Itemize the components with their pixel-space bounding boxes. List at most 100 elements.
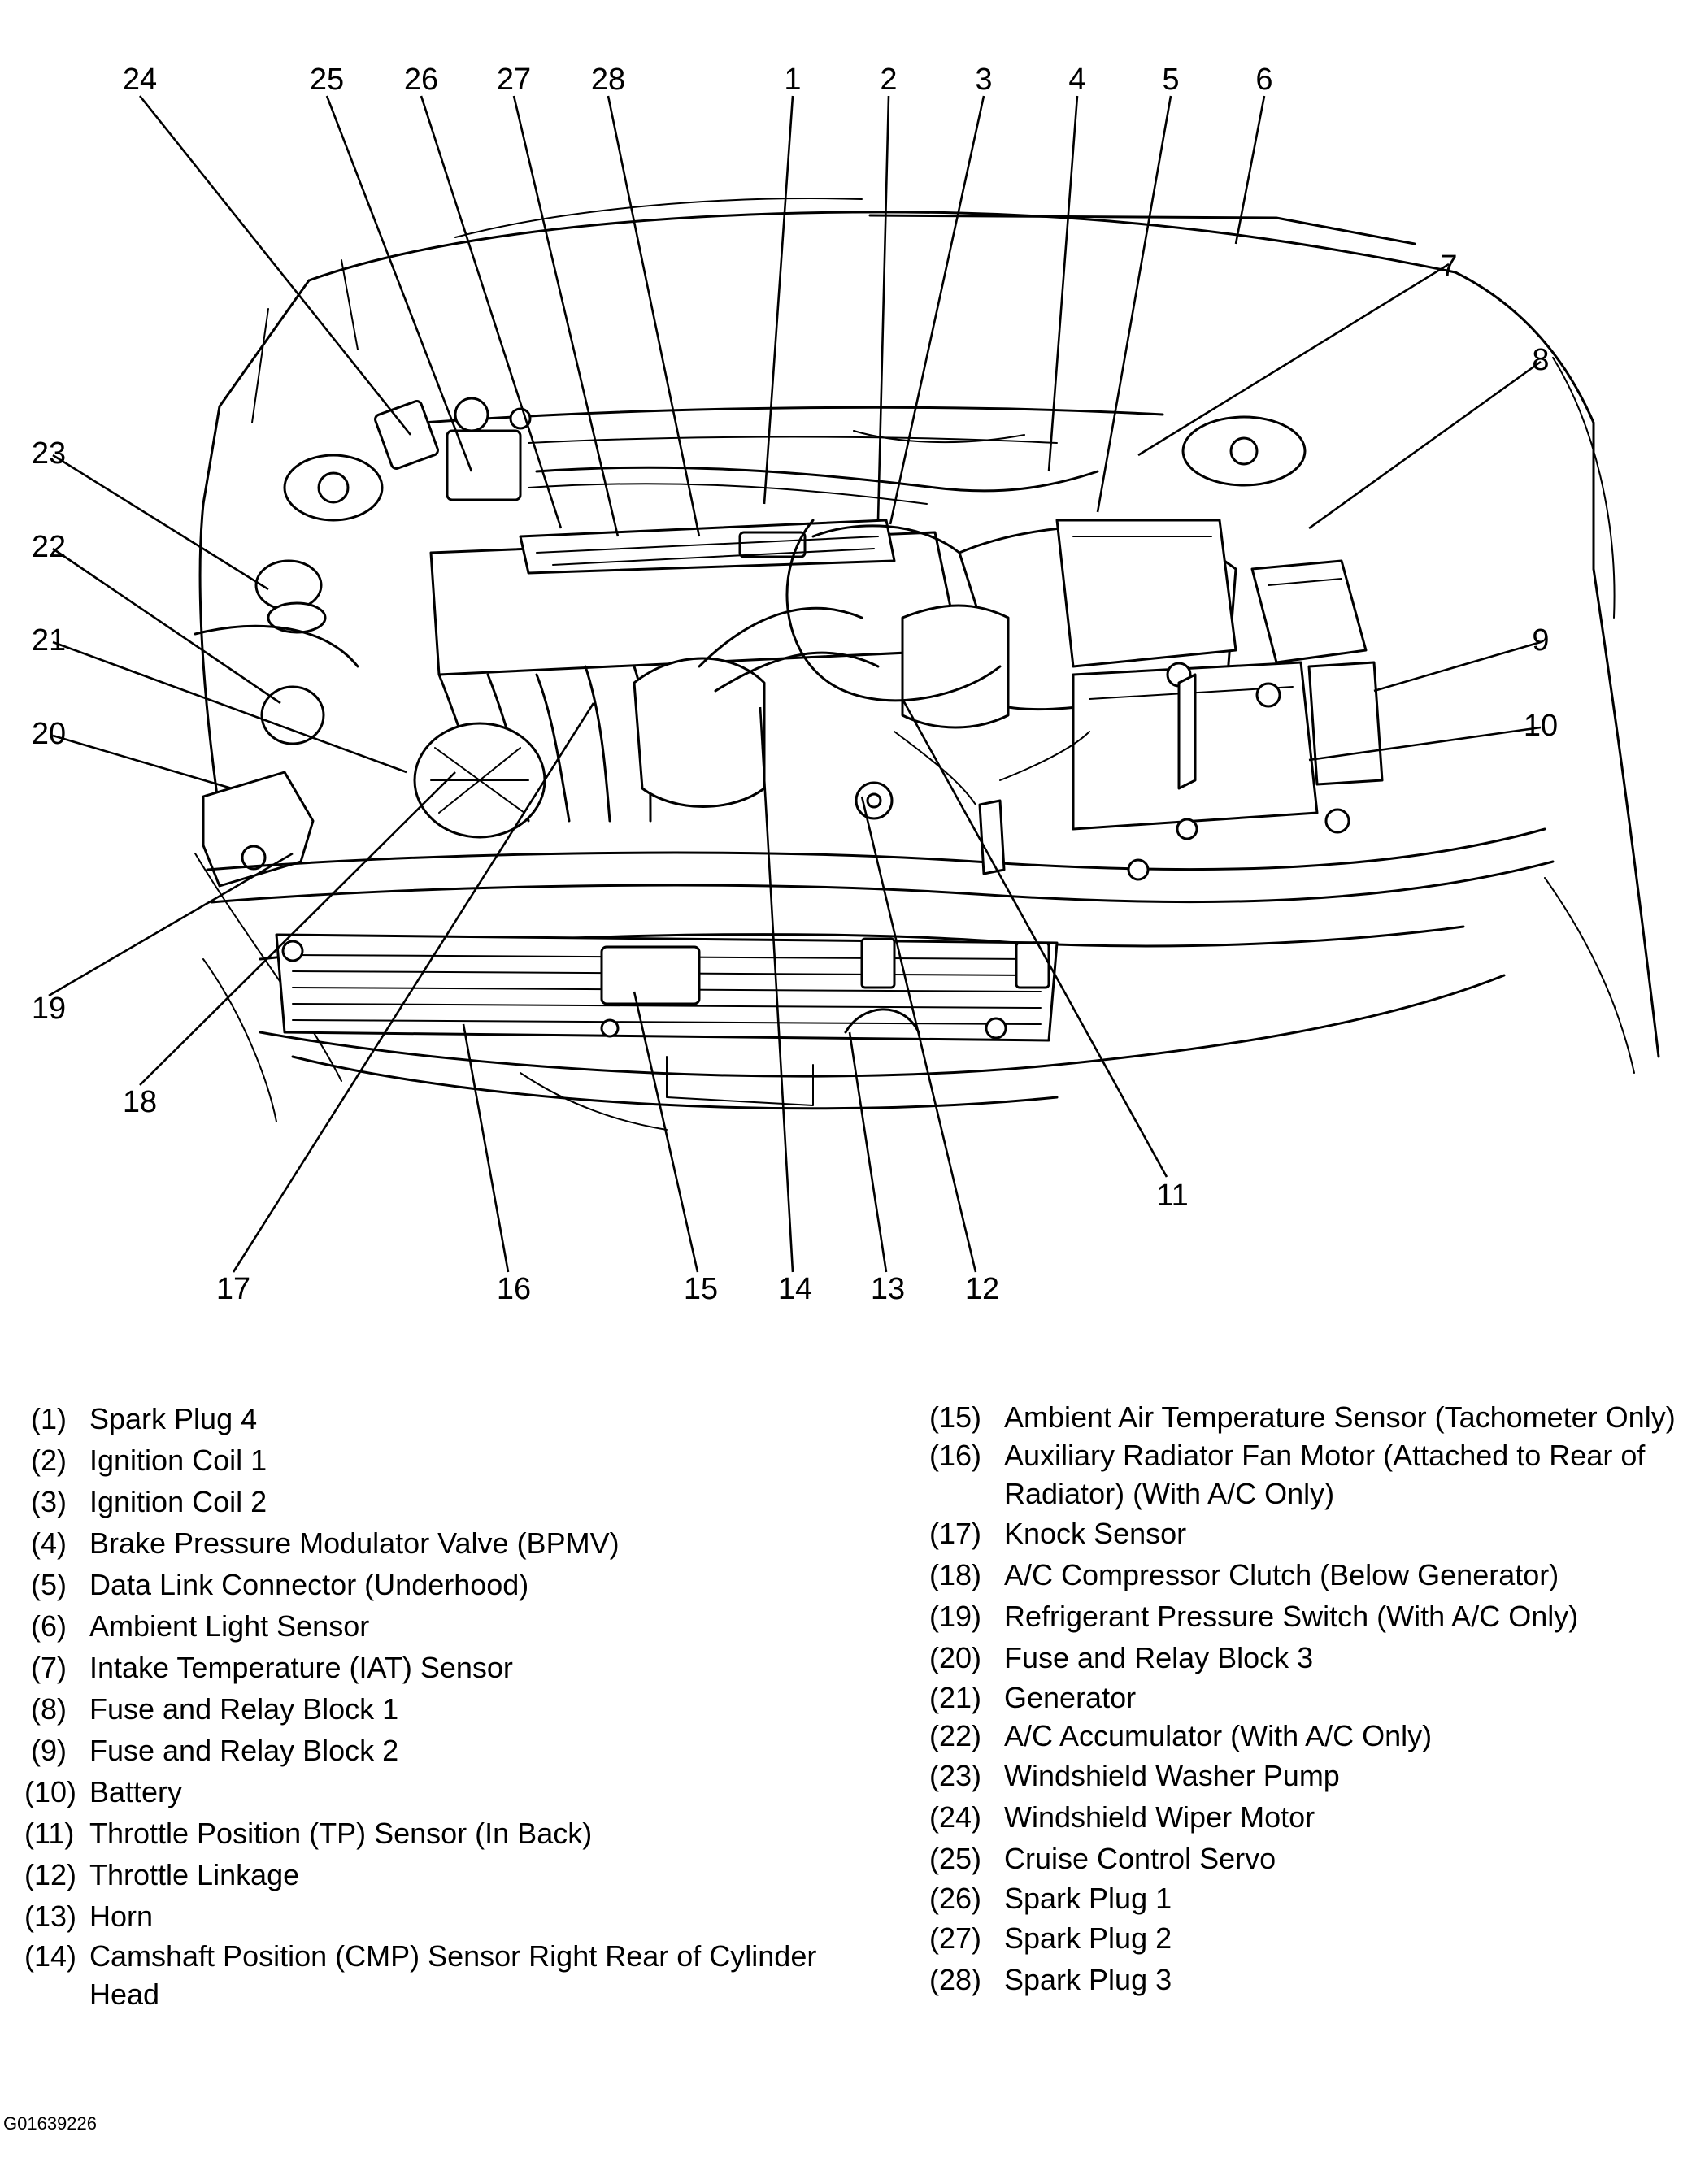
leader-line-24: [138, 95, 412, 436]
leader-line-9: [1373, 640, 1542, 693]
legend-item: (20) Fuse and Relay Block 3: [915, 1637, 1679, 1678]
legend-item: (3) Ignition Coil 2: [24, 1481, 870, 1522]
legend-number: (25): [928, 1842, 981, 1875]
legend-number: (4): [31, 1526, 67, 1560]
leader-line-23: [52, 454, 269, 591]
legend-label: Auxiliary Radiator Fan Motor (Attached t…: [1004, 1439, 1646, 1510]
legend-item: (25) Cruise Control Servo: [915, 1838, 1679, 1879]
legend-item: (13)Horn: [24, 1895, 870, 1937]
legend-label: Ignition Coil 2: [89, 1485, 267, 1518]
callout-12: 12: [965, 1272, 999, 1306]
legend-label: Spark Plug 3: [1004, 1963, 1172, 1996]
callout-22: 22: [32, 530, 66, 564]
legend-label: Windshield Washer Pump: [1004, 1759, 1340, 1792]
callout-17: 17: [216, 1272, 250, 1306]
leader-line-3: [889, 95, 985, 525]
callout-6: 6: [1255, 63, 1272, 97]
leader-line-26: [420, 95, 563, 529]
legend-number: (20): [928, 1641, 981, 1674]
callout-19: 19: [32, 992, 66, 1026]
callout-20: 20: [32, 717, 66, 751]
legend-item: (19)Refrigerant Pressure Switch (With A/…: [915, 1596, 1679, 1637]
leader-line-27: [512, 95, 620, 537]
callout-3: 3: [975, 63, 992, 97]
legend-label: Brake Pressure Modulator Valve (BPMV): [89, 1526, 620, 1560]
legend-number: (3): [31, 1485, 67, 1518]
callout-8: 8: [1532, 343, 1549, 377]
legend-number: (23): [928, 1759, 981, 1792]
legend-number: (15): [928, 1400, 981, 1434]
leader-line-10: [1308, 726, 1542, 762]
leader-line-14: [759, 706, 794, 1273]
legend-label: Ambient Air Temperature Sensor (Tachomet…: [1004, 1400, 1676, 1434]
legend-number: (27): [928, 1921, 981, 1955]
callout-10: 10: [1524, 709, 1558, 743]
leader-line-13: [848, 1031, 888, 1273]
legend-item: (27) Spark Plug 2: [915, 1917, 1679, 1959]
callout-7: 7: [1440, 250, 1457, 284]
legend-label: Throttle Position (TP) Sensor (In Back): [89, 1817, 593, 1850]
legend-number: (7): [31, 1651, 67, 1684]
callout-27: 27: [497, 63, 531, 97]
callout-25: 25: [310, 63, 344, 97]
leader-line-4: [1047, 95, 1079, 472]
legend-number: (24): [928, 1800, 981, 1834]
legend-number: (11): [24, 1817, 75, 1850]
legend-item: (11) Throttle Position (TP) Sensor (In Ba…: [24, 1813, 870, 1854]
legend-item: (23) Windshield Washer Pump: [915, 1755, 1679, 1796]
legend-item: (14)Camshaft Position (CMP) Sensor Right…: [24, 1937, 870, 2013]
legend-label: Data Link Connector (Underhood): [89, 1568, 529, 1601]
legend-number: (6): [31, 1609, 67, 1643]
legend-item: (28) Spark Plug 3: [915, 1959, 1679, 2000]
legend-label: Generator: [1004, 1681, 1137, 1714]
legend-label: Cruise Control Servo: [1004, 1842, 1276, 1875]
callout-11: 11: [1156, 1179, 1188, 1213]
legend-item: (15) Ambient Air Temperature Sensor (Tach…: [915, 1398, 1679, 1436]
legend-item: (26)Spark Plug 1: [915, 1879, 1679, 1917]
legend-label: A/C Compressor Clutch (Below Generator): [1004, 1558, 1559, 1591]
callout-13: 13: [871, 1272, 905, 1306]
legend-number: (1): [31, 1402, 67, 1435]
legend-label: Intake Temperature (IAT) Sensor: [89, 1651, 513, 1684]
legend-number: (21): [928, 1681, 981, 1714]
legend-label: Windshield Wiper Motor: [1004, 1800, 1315, 1834]
legend-number: (2): [31, 1444, 67, 1477]
legend-label: A/C Accumulator (With A/C Only): [1004, 1719, 1433, 1752]
legend-left-column: (1)Spark Plug 4 (2)Ignition Coil 1 (3)Ig…: [24, 1398, 870, 2013]
callout-28: 28: [591, 63, 625, 97]
callout-numbers: 1 2 3 4 5 6 7 8 9 10 11 12 13 14 15 16 1…: [32, 63, 1558, 1306]
legend-label: Spark Plug 1: [1004, 1882, 1172, 1915]
legend-number: (12): [24, 1858, 77, 1891]
callout-26: 26: [404, 63, 438, 97]
legend-label: Ignition Coil 1: [89, 1444, 267, 1477]
legend-number: (16): [928, 1439, 981, 1472]
legend-item: (2) Ignition Coil 1: [24, 1439, 870, 1481]
leader-line-19: [48, 852, 294, 997]
callout-23: 23: [32, 436, 66, 471]
callout-21: 21: [32, 623, 66, 658]
legend-label: Battery: [89, 1775, 183, 1808]
legend-item: (17)Knock Sensor: [915, 1513, 1679, 1554]
legend-number: (28): [928, 1963, 981, 1996]
callout-2: 2: [880, 63, 897, 97]
legend-item: (8)Fuse and Relay Block 1: [24, 1688, 870, 1730]
legend-label: Fuse and Relay Block 3: [1004, 1641, 1314, 1674]
leader-line-8: [1308, 360, 1542, 530]
legend-item: (12)Throttle Linkage: [24, 1854, 870, 1895]
callout-18: 18: [123, 1085, 157, 1119]
legend-label: Horn: [89, 1900, 154, 1933]
leader-line-22: [52, 547, 281, 705]
leader-line-16: [462, 1023, 510, 1273]
legend-item: (18)A/C Compressor Clutch (Below Generat…: [915, 1554, 1679, 1596]
legend-item: (24) Windshield Wiper Motor: [915, 1796, 1679, 1838]
legend-label: Spark Plug 2: [1004, 1921, 1172, 1955]
legend-label: Ambient Light Sensor: [89, 1609, 370, 1643]
legend-label: Camshaft Position (CMP) Sensor Right Rea…: [89, 1939, 817, 2011]
leader-line-21: [52, 640, 407, 774]
leader-line-1: [763, 95, 794, 505]
leader-line-17: [232, 702, 595, 1273]
legend-label: Refrigerant Pressure Switch (With A/C On…: [1004, 1600, 1579, 1633]
leader-line-11: [901, 698, 1168, 1178]
legend-number: (10): [24, 1775, 77, 1808]
legend-number: (5): [31, 1568, 67, 1601]
